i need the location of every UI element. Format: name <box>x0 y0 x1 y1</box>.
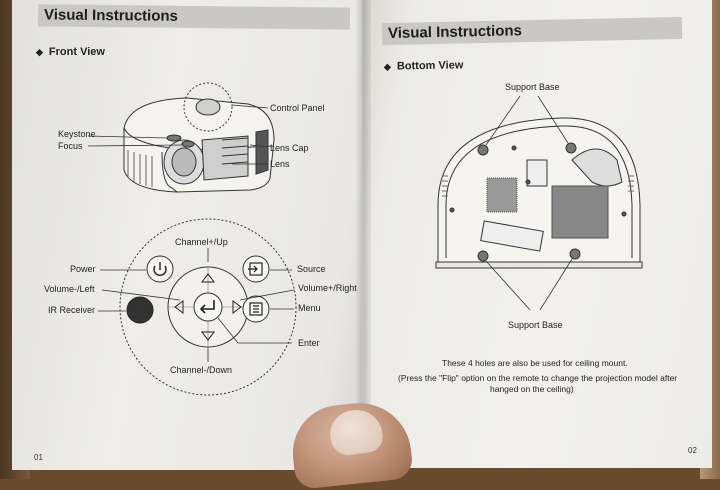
label-focus: Focus <box>58 141 83 151</box>
menu-icon <box>249 302 263 316</box>
label-support-base-bottom: Support Base <box>508 320 563 330</box>
right-page: Visual Instructions ◆Bottom View <box>362 0 712 468</box>
bottom-view-diagram <box>435 95 643 311</box>
source-icon <box>248 262 263 276</box>
label-volume-left: Volume-/Left <box>44 284 95 294</box>
note-line-2: (Press the "Flip" option on the remote t… <box>398 373 678 383</box>
diamond-bullet-icon: ◆ <box>36 47 43 57</box>
book-fold-shadow <box>355 0 371 479</box>
right-page-number: 02 <box>688 446 697 455</box>
projector-bottom-illustration <box>435 117 643 269</box>
label-menu: Menu <box>298 303 321 313</box>
power-icon <box>153 262 167 276</box>
label-lens: Lens <box>270 159 290 169</box>
arrow-left-icon <box>174 300 184 314</box>
left-page: Visual Instructions ◆Front View <box>12 0 370 470</box>
projector-illustration <box>123 82 275 193</box>
front-view-heading: ◆ Front View <box>36 46 105 58</box>
label-power: Power <box>70 264 96 274</box>
label-channel-down: Channel-/Down <box>170 365 233 375</box>
arrow-down-icon <box>201 331 215 341</box>
front-view-diagram <box>87 82 297 396</box>
label-volume-right: Volume+/Right <box>298 283 357 293</box>
label-enter: Enter <box>298 338 320 348</box>
label-ir-receiver: IR Receiver <box>48 305 96 315</box>
left-page-number: 01 <box>34 453 43 462</box>
label-channel-up: Channel+/Up <box>175 237 228 247</box>
arrow-right-icon <box>232 300 242 314</box>
arrow-up-icon <box>201 273 215 283</box>
label-support-base-top: Support Base <box>505 82 560 92</box>
label-lens-cap: Lens Cap <box>270 143 309 153</box>
note-line-3: hanged on the ceiling) <box>490 384 574 394</box>
label-source: Source <box>297 264 326 274</box>
note-line-1: These 4 holes are also be used for ceili… <box>442 358 628 368</box>
front-view-label: Front View <box>48 46 105 58</box>
enter-icon <box>199 300 215 314</box>
label-control-panel: Control Panel <box>270 103 325 113</box>
label-keystone: Keystone <box>58 129 96 139</box>
